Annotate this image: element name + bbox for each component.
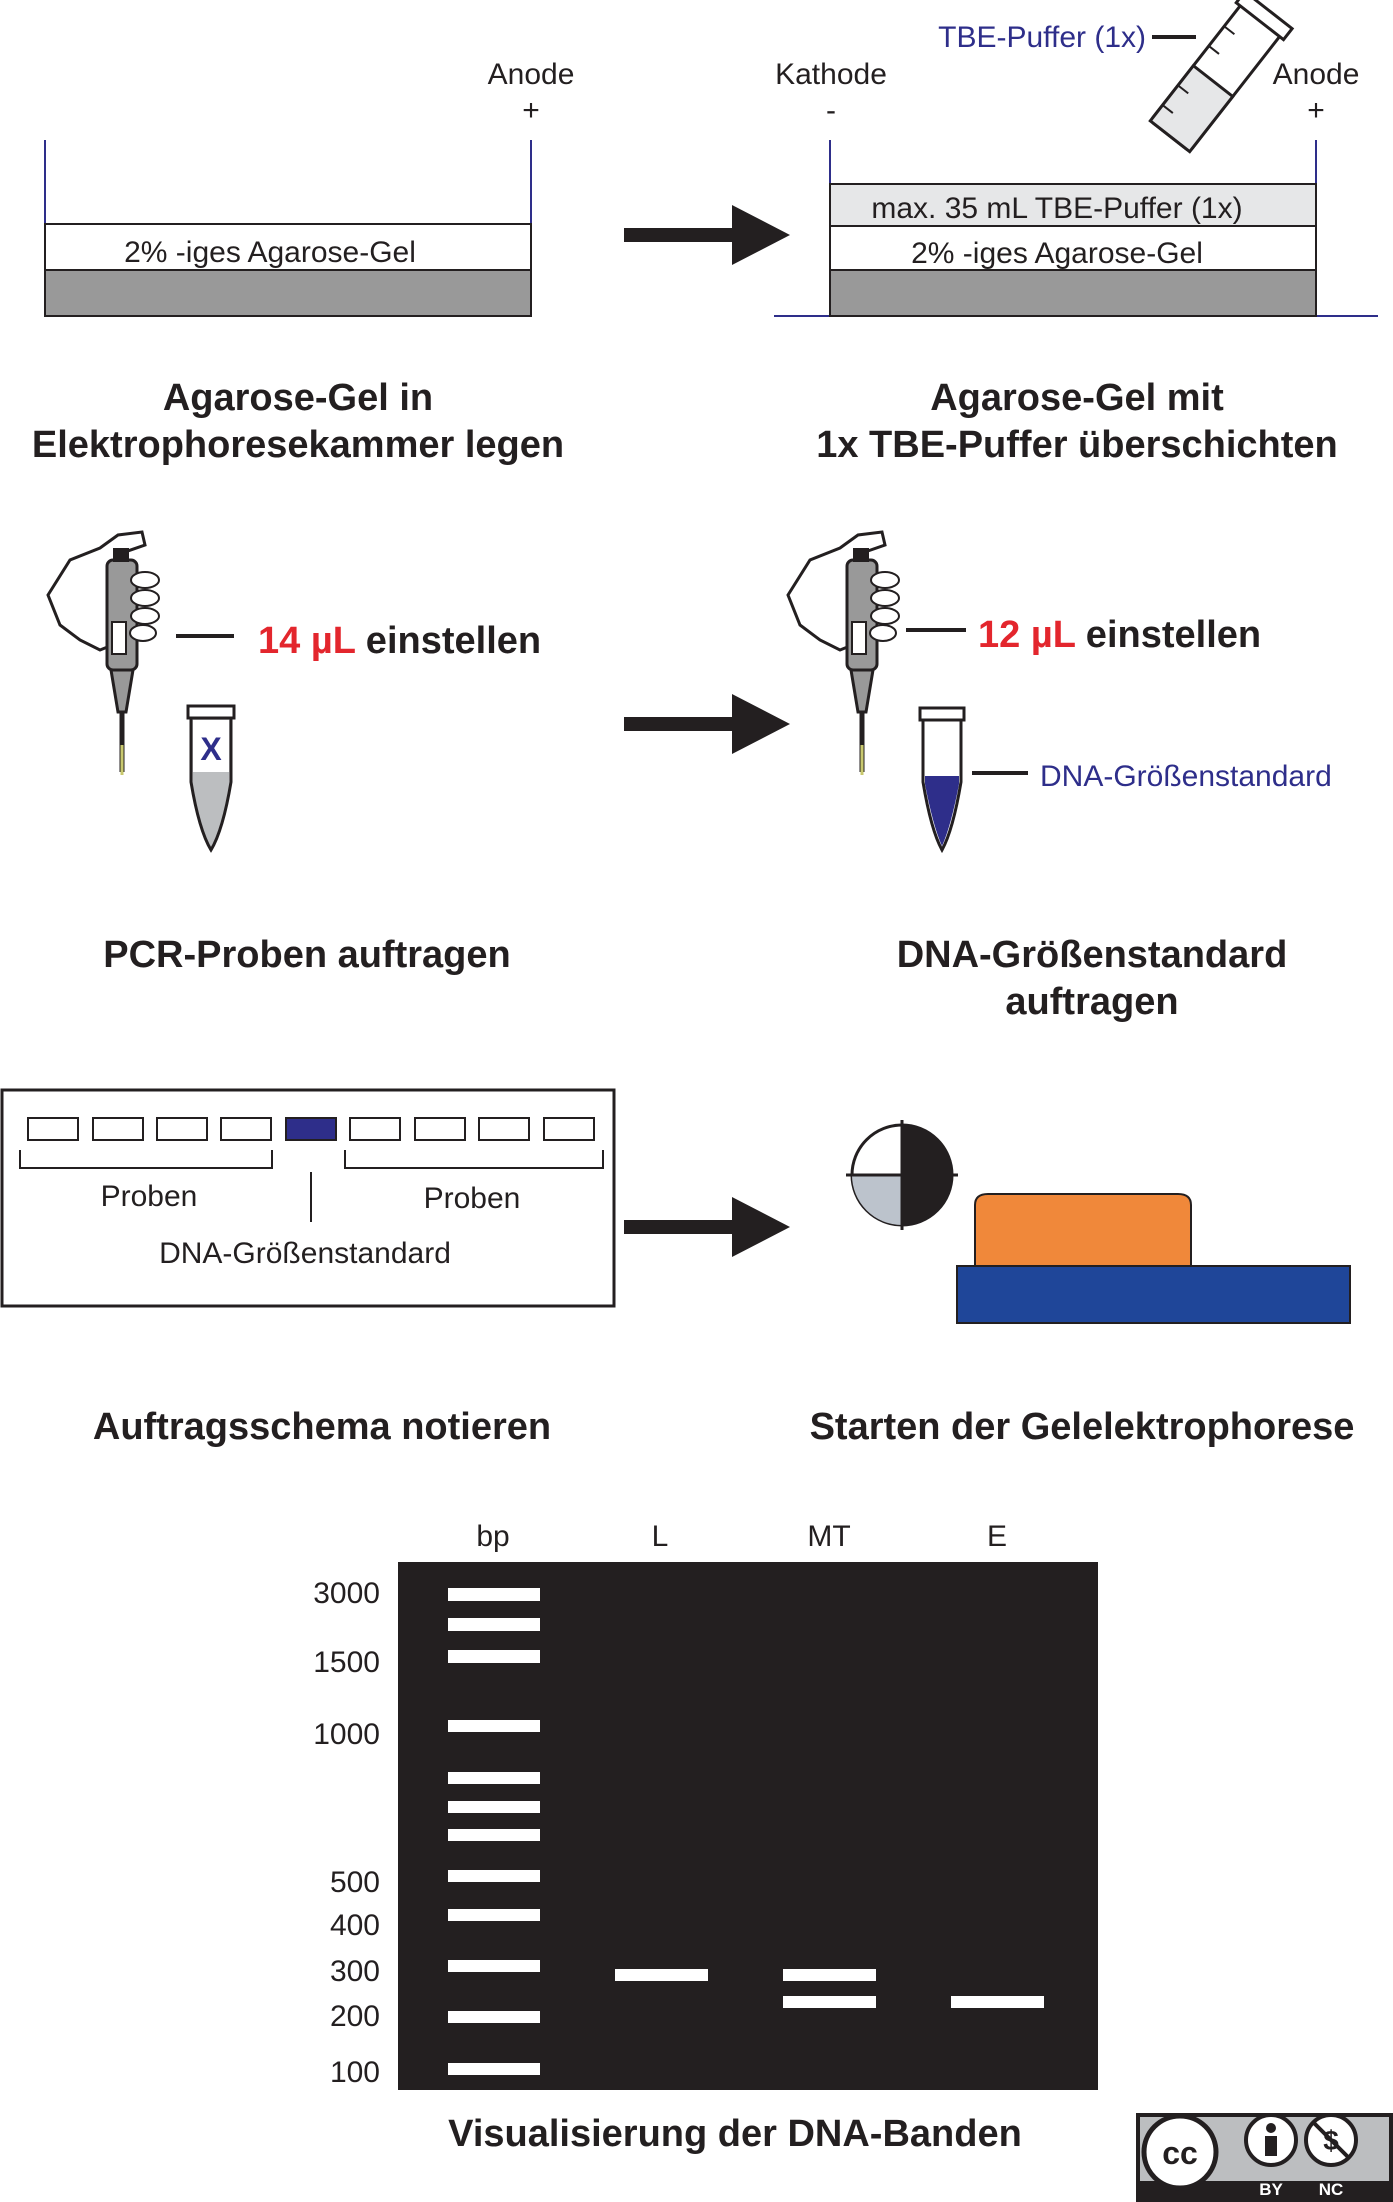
sample-tube-mark: X [200,731,222,767]
cc-icon [1141,2113,1219,2191]
gel-in-chamber [974,1193,1192,1267]
bp-label: 1000 [313,1718,380,1751]
ladder-band [448,2063,540,2075]
ladder-band [448,1909,540,1921]
step1-caption-1: Agarose-Gel in [163,377,433,419]
bp-label: 100 [330,2056,380,2089]
sample-well [414,1117,466,1141]
lane-label-mt: MT [807,1520,850,1553]
ladder-band [448,1772,540,1784]
step4-caption-2: auftragen [1005,981,1178,1023]
step2-anode-sign: + [1307,94,1325,127]
lane-label-bp: bp [476,1520,509,1553]
pipette-icon [786,530,900,775]
step6-caption: Starten der Gelelektrophorese [810,1406,1355,1448]
step2-caption-2: 1x TBE-Puffer überschichten [816,424,1338,466]
sample-well [349,1117,401,1141]
ladder-band [448,1588,540,1601]
step1-anode-sign: + [522,94,540,127]
ladder-well-label: DNA-Größenstandard [159,1237,451,1270]
gel-image: bp L MT E [398,1520,1098,2090]
step2-cathode-sign: - [826,94,836,127]
step2-tube-label: TBE-Puffer (1x) [938,21,1146,54]
step1-chamber: 2% -iges Agarose-Gel Anode + [44,58,575,317]
step3-caption: PCR-Proben auftragen [103,934,510,976]
step2-buffer-label: max. 35 mL TBE-Puffer (1x) [871,192,1242,225]
step3-volume-suffix: einstellen [355,620,541,662]
step2-anode-label: Anode [1273,58,1360,91]
bp-label: 200 [330,2000,380,2033]
falcon-tube-icon [1148,0,1295,154]
step4-caption-1: DNA-Größenstandard [897,934,1288,976]
lane-label-e: E [987,1520,1007,1553]
step3-volume-line: 14 µL einstellen [258,620,541,662]
left-sample-group-label: Proben [101,1180,198,1213]
license-nc-label: NC [1319,2180,1344,2199]
sample-well [543,1117,595,1141]
license-by-label: BY [1259,2180,1283,2199]
step2-caption-1: Agarose-Gel mit [930,377,1224,419]
step1-anode-label: Anode [488,58,575,91]
arrow-right-icon [624,205,790,265]
lane-e-band [951,1996,1044,2008]
sample-well [27,1117,79,1141]
sample-well [156,1117,208,1141]
step1-caption-2: Elektrophoresekammer legen [32,424,564,466]
step5-caption: Auftragsschema notieren [93,1406,551,1448]
cc-by-nc-license-badge: cc $ BY NC [1136,2113,1393,2202]
ladder-band [448,1618,540,1631]
agarose-gel [829,225,1317,271]
timer-icon [846,1120,958,1230]
step4-volume-suffix: einstellen [1075,614,1261,656]
step4-volume: 12 µL [978,614,1076,656]
step4-tube-label: DNA-Größenstandard [1040,760,1332,793]
svg-text:cc: cc [1162,2135,1198,2171]
step1-gel-label: 2% -iges Agarose-Gel [124,236,416,269]
sample-well [478,1117,530,1141]
lane-mt-band [783,1969,876,1981]
ladder-band [448,2011,540,2023]
gel-tray [829,269,1317,317]
step2-chamber: max. 35 mL TBE-Puffer (1x) 2% -iges Agar… [774,58,1378,317]
ladder-tube-icon [918,706,966,854]
ladder-band [448,1801,540,1813]
agarose-gel [44,223,532,271]
arrow-right-icon [624,1197,790,1257]
gel-caption: Visualisierung der DNA-Banden [448,2113,1022,2155]
sample-well [92,1117,144,1141]
bp-label: 300 [330,1955,380,1988]
bp-label: 400 [330,1909,380,1942]
ladder-band [448,1650,540,1663]
gel-tray [44,269,532,317]
sample-tube-icon: X [186,704,236,853]
step2-cathode-label: Kathode [775,58,887,91]
right-sample-group-label: Proben [424,1182,521,1215]
loading-scheme: Proben Proben DNA-Größenstandard [0,1088,616,1308]
step3-volume: 14 µL [258,620,356,662]
sample-well [220,1117,272,1141]
lane-mt-band [783,1996,876,2008]
ladder-band [448,1870,540,1882]
pipette-icon [46,530,160,775]
ladder-band [448,1829,540,1841]
lane-label-l: L [652,1520,669,1553]
ladder-band [448,1720,540,1732]
bp-label: 1500 [313,1646,380,1679]
step2-gel-label: 2% -iges Agarose-Gel [911,237,1203,270]
bp-label: 3000 [313,1577,380,1610]
lane-l-band [615,1969,708,1981]
ladder-well [285,1117,337,1141]
bp-label: 500 [330,1866,380,1899]
electrophoresis-chamber [956,1265,1351,1324]
arrow-right-icon [624,694,790,754]
step4-volume-line: 12 µL einstellen [978,614,1261,656]
ladder-band [448,1960,540,1972]
